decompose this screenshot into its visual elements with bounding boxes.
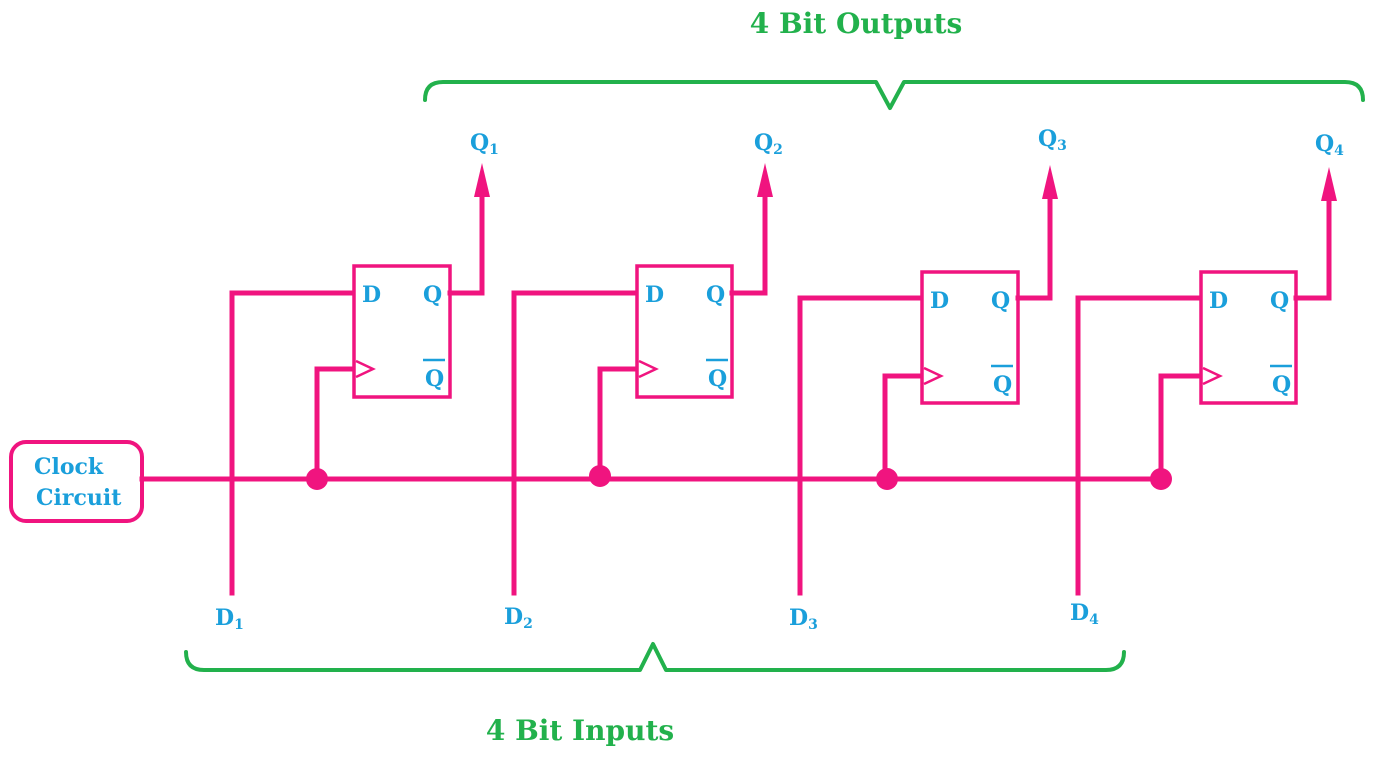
d-flipflop [1199, 270, 1298, 405]
input-label: D3 [789, 605, 818, 633]
q-pin-label: Q [1270, 288, 1289, 314]
qbar-pin-label: Q [425, 366, 444, 392]
inputs-title: 4 Bit Inputs [486, 714, 674, 747]
junction-dot [1150, 468, 1172, 490]
d-flipflop [635, 264, 734, 399]
clock-edge-symbol [923, 366, 944, 386]
flipflop-stage-4: D Q Q Q4 D4 [1070, 131, 1344, 628]
flipflop-stage-2: D Q Q Q2 D2 [504, 130, 783, 632]
d-pin-label: D [930, 288, 949, 314]
junction-dot [876, 468, 898, 490]
clock-edge-symbol [355, 359, 376, 379]
input-label: D4 [1070, 600, 1099, 628]
output-label: Q3 [1038, 126, 1067, 154]
output-line [447, 192, 485, 296]
q-pin-label: Q [991, 288, 1010, 314]
output-arrow [1042, 165, 1058, 199]
clock-tap [314, 366, 357, 482]
flipflop-stage-3: D Q Q Q3 D3 [789, 126, 1067, 633]
clock-label-line2: Circuit [36, 485, 122, 511]
d-flipflop [352, 264, 452, 399]
clock-label-line1: Clock [34, 454, 104, 480]
d-flipflop [920, 270, 1020, 405]
output-label: Q4 [1315, 131, 1344, 159]
output-arrow [757, 163, 773, 197]
flipflop-stage-1: D Q Q Q1 D1 [215, 130, 499, 633]
d-pin-label: D [1209, 288, 1228, 314]
output-line [729, 192, 768, 296]
junction-dot [306, 468, 328, 490]
clock-edge-symbol [1202, 366, 1223, 386]
inputs-brace [184, 642, 1126, 672]
d-pin-label: D [362, 282, 381, 308]
d-pin-label: D [645, 282, 664, 308]
q-pin-label: Q [423, 282, 442, 308]
clock-edge-symbol [638, 359, 659, 379]
output-label: Q1 [470, 130, 499, 158]
input-label: D2 [504, 604, 533, 632]
clock-tap [597, 366, 640, 482]
clock-tap [882, 373, 925, 482]
outputs-title: 4 Bit Outputs [750, 7, 963, 40]
input-label: D1 [215, 605, 244, 633]
junction-dot [589, 465, 611, 487]
output-line [1015, 194, 1053, 301]
outputs-brace [423, 80, 1365, 110]
q-pin-label: Q [706, 282, 725, 308]
clock-circuit: Clock Circuit [9, 440, 144, 523]
output-arrow [1321, 167, 1337, 201]
qbar-pin-label: Q [993, 372, 1012, 398]
qbar-pin-label: Q [708, 366, 727, 392]
output-label: Q2 [754, 130, 783, 158]
output-arrow [474, 163, 490, 197]
qbar-pin-label: Q [1272, 372, 1291, 398]
output-line [1293, 196, 1332, 301]
clock-tap [1158, 373, 1204, 482]
